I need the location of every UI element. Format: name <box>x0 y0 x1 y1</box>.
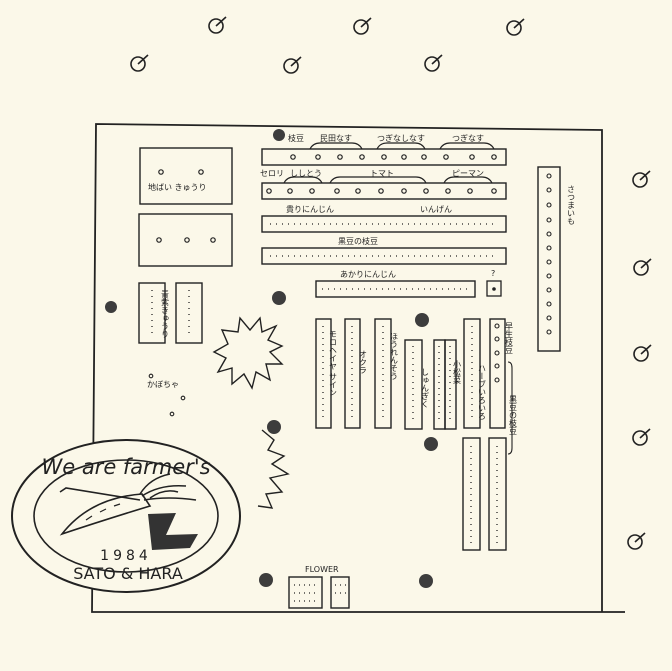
label-kuromame-edamame-2: 黒豆の枝豆 <box>509 395 518 435</box>
label-kuromame-edamame: 黒豆の枝豆 <box>338 236 378 246</box>
label-hakusai: ハーブいろいろ <box>478 364 487 420</box>
label-hourensou: ほうれんそう <box>390 332 399 380</box>
label-tsugi-nasu: つぎなす <box>452 133 484 143</box>
bed-jigai-kyuri: 地ばい きゅうり <box>139 147 233 205</box>
label-shishito: ししとう <box>290 169 322 178</box>
label-tomato: トマト <box>370 169 394 178</box>
bed-row-2: セロリ ししとう トマト ピーマン <box>260 169 507 200</box>
label-okra: オクラ <box>359 350 368 374</box>
tree-icon <box>633 344 652 362</box>
carrot-icon <box>59 473 198 550</box>
logo-badge: We are farmer's 1984 SATO & HARA <box>11 439 241 593</box>
label-edamame: 枝豆 <box>288 133 304 143</box>
bed-flower: FLOWER <box>288 565 350 609</box>
label-akari-ninjin: あかりにんじん <box>340 270 396 279</box>
label-piman: ピーマン <box>452 169 484 178</box>
spiky-bush-2 <box>257 429 290 509</box>
bed-row-3: 貴りにんじん いんげん <box>261 204 507 233</box>
tree-icon <box>424 54 443 72</box>
label-flower: FLOWER <box>305 565 339 574</box>
label-question: ? <box>491 269 495 278</box>
outside-trees <box>130 16 652 550</box>
bed-dots <box>322 326 473 422</box>
label-hoshi-edamame: 早生枝豆 <box>505 322 514 354</box>
label-satsumaimo: さつまいも <box>567 185 576 225</box>
tree-icon <box>627 532 646 550</box>
label-celery: セロリ <box>260 169 284 178</box>
label-tsugi-nashi-nasu: つぎなしなす <box>377 133 425 143</box>
label-shiso-kyuri: 青紫きゅうり <box>161 289 170 338</box>
bed-row-5: あかりにんじん ? <box>315 269 502 298</box>
label-kinuke: 小松菜 <box>453 360 462 385</box>
label-ingen: いんげん <box>420 205 452 214</box>
kabocha-dots <box>148 373 186 417</box>
label-jigai-kyuri: 地ばい きゅうり <box>148 182 207 192</box>
tree-icon <box>633 258 652 276</box>
label-kiri-ninjin: 貴りにんじん <box>286 204 334 214</box>
bed-satsumaimo: さつまいも <box>537 166 576 352</box>
tree-icon <box>130 54 149 72</box>
label-mokuchun-sain: モロヘイヤ サイン <box>329 330 338 397</box>
bed-lower-right <box>462 437 507 551</box>
bracket <box>507 361 513 455</box>
tree-icon <box>353 17 372 35</box>
logo-year: 1984 <box>100 548 152 564</box>
tree-icon <box>632 170 651 188</box>
tree-icon <box>506 18 525 36</box>
bed-row-1: 枝豆 民田なす つぎなしなす つぎなす <box>261 133 507 166</box>
label-shungiku: しゅんぎく <box>421 368 430 408</box>
bed-vertical-group <box>315 318 506 430</box>
bed-circles <box>494 323 500 383</box>
logo-top-text: We are farmer's <box>41 455 210 479</box>
bed-shiso-kyuri: 青紫きゅうり <box>138 282 203 344</box>
tree-icon <box>283 56 302 74</box>
bed-row-4: 黒豆の枝豆 <box>261 236 507 265</box>
label-mingei-nasu: 民田なす <box>320 134 352 143</box>
label-kabocha: かぼちゃ <box>147 380 179 389</box>
bed-small-box <box>138 213 233 267</box>
tree-icon <box>632 428 651 446</box>
spiky-bush <box>212 316 284 390</box>
inner-trees <box>105 129 438 588</box>
tree-icon <box>208 16 227 34</box>
logo-names: SATO & HARA <box>73 564 183 583</box>
